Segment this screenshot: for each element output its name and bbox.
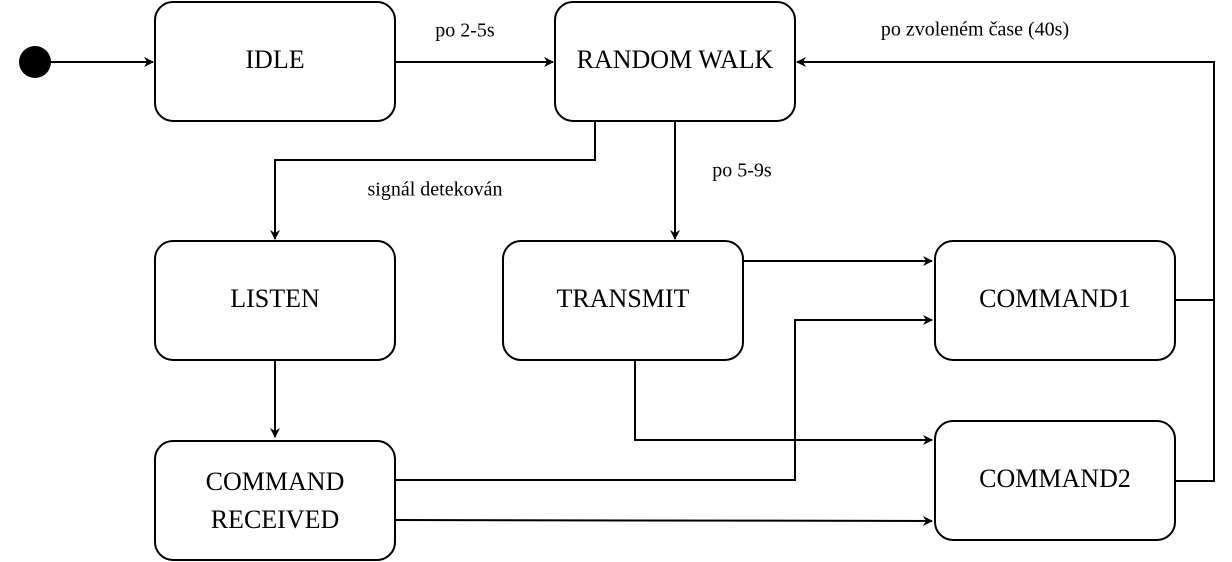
state-listen-label: LISTEN [230,284,320,313]
state-command1: COMMAND1 [934,240,1176,361]
edge-command2-to-random-walk [1175,300,1215,482]
state-idle-label: IDLE [245,45,304,74]
edge-command-received-to-command2 [394,515,933,526]
state-command-received: COMMAND RECEIVED [154,440,396,561]
edge-command-received-to-command1 [395,315,933,481]
state-transmit-label: TRANSMIT [557,284,690,313]
state-idle: IDLE [154,1,396,122]
transition-label-random-walk-to-transmit: po 5-9s [712,160,772,182]
transition-label-commands-to-random-walk: po zvoleném čase (40s) [881,19,1069,41]
edge-command1-to-random-walk [796,57,1215,301]
state-command-received-label-line1: COMMAND [206,467,345,496]
state-transmit: TRANSMIT [502,240,744,361]
state-command2-label: COMMAND2 [979,464,1131,493]
edge-transmit-to-command2 [634,360,933,445]
state-listen: LISTEN [154,240,396,361]
transition-label-idle-to-random-walk: po 2-5s [435,20,495,42]
state-command2: COMMAND2 [934,420,1176,541]
initial-state-dot [19,46,51,78]
transition-label-random-walk-to-listen: signál detekován [368,179,503,201]
state-random-walk-label: RANDOM WALK [577,45,774,74]
state-random-walk: RANDOM WALK [554,1,796,122]
edge-random-walk-to-listen [270,121,596,240]
state-command-received-label-line2: RECEIVED [211,505,340,534]
state-command1-label: COMMAND1 [979,284,1131,313]
transitions [51,57,1215,526]
